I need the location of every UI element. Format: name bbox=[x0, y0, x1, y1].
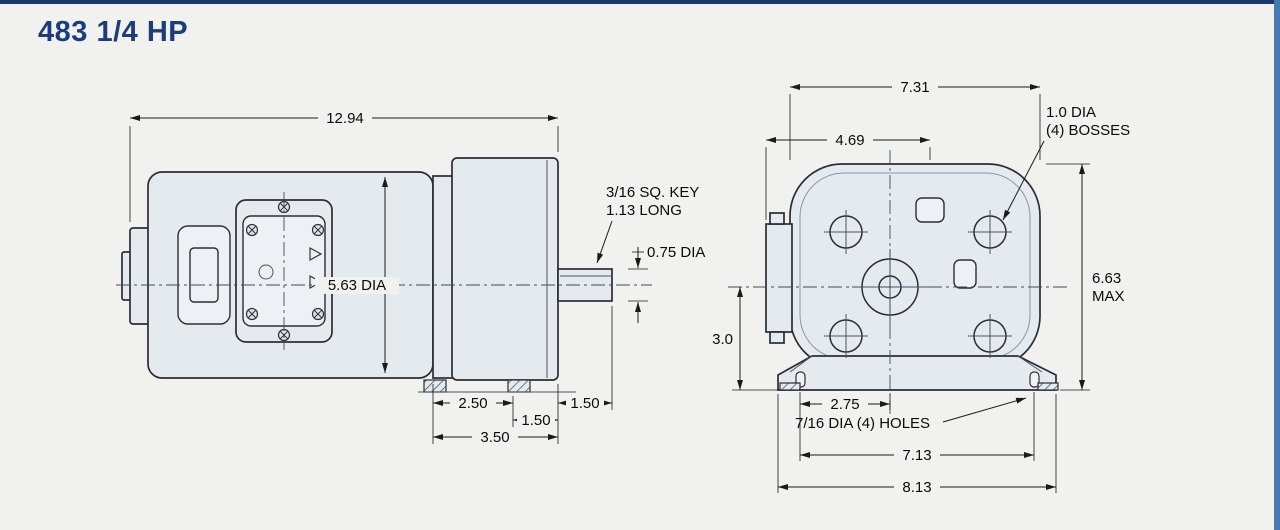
page-title: 483 1/4 HP bbox=[38, 16, 189, 48]
boss-top-right bbox=[968, 210, 1012, 254]
screw-icon bbox=[311, 307, 325, 321]
dim-box-to-center-label: 4.69 bbox=[835, 132, 864, 149]
dim-body-diameter-label: 5.63 DIA bbox=[328, 277, 386, 294]
lifting-lug bbox=[915, 197, 945, 223]
dim-body-diameter: 5.63 DIA bbox=[315, 177, 399, 373]
dim-gearbox-width-label: 3.50 bbox=[480, 429, 509, 446]
dim-shaft-length-label: 1.50 bbox=[570, 395, 599, 412]
right-accent-bar bbox=[1274, 0, 1280, 530]
dim-overall-width-label: 7.31 bbox=[900, 79, 929, 96]
dim-overall-length: 12.94 bbox=[129, 109, 559, 222]
dim-gear-front-width-label: 2.50 bbox=[458, 395, 487, 412]
dim-hole-spacing-label: 7.13 bbox=[902, 447, 931, 464]
conduit-box-edge bbox=[765, 223, 793, 333]
key-note-line1: 3/16 SQ. KEY bbox=[606, 184, 699, 201]
boss-note-line2: (4) BOSSES bbox=[1046, 122, 1130, 139]
side-view: 12.94 5.63 DIA 3/16 SQ. KEY 1.13 LONG 0.… bbox=[116, 109, 705, 446]
dim-overall-height-max-label: MAX bbox=[1092, 288, 1125, 305]
screw-icon bbox=[311, 223, 325, 237]
gearbox bbox=[418, 157, 576, 393]
motor-end-body bbox=[765, 163, 1059, 391]
lifting-lug bbox=[953, 259, 977, 289]
boss-note: 1.0 DIA (4) BOSSES bbox=[1002, 104, 1130, 221]
top-accent-bar bbox=[0, 0, 1280, 4]
mounting-foot bbox=[507, 379, 531, 393]
mounting-base bbox=[777, 355, 1057, 391]
conduit-knockout bbox=[258, 264, 274, 280]
dim-shaft-diameter: 0.75 DIA bbox=[628, 244, 705, 323]
dim-overall-width: 7.31 bbox=[789, 78, 1041, 160]
dim-box-to-center: 4.69 bbox=[765, 131, 931, 220]
boss-top-left bbox=[824, 210, 868, 254]
dim-center-height: 3.0 bbox=[712, 287, 778, 391]
dim-gear-rear-width-label: 1.50 bbox=[521, 412, 550, 429]
holes-note-label: 7/16 DIA (4) HOLES bbox=[795, 415, 930, 432]
end-view: 7.31 4.69 1.0 DIA (4) BOSSES 6.63 MAX 3.… bbox=[712, 78, 1130, 496]
dim-base-width: 8.13 bbox=[777, 394, 1057, 496]
screw-icon bbox=[245, 307, 259, 321]
key-note-line2: 1.13 LONG bbox=[606, 202, 682, 219]
mounting-foot bbox=[423, 379, 447, 393]
dim-gear-rear-width: 1.50 bbox=[513, 384, 559, 444]
dim-base-width-label: 8.13 bbox=[902, 479, 931, 496]
dim-overall-height-label: 6.63 bbox=[1092, 270, 1121, 287]
boss-bottom-right bbox=[968, 314, 1012, 358]
dim-center-height-label: 3.0 bbox=[712, 331, 733, 348]
holes-note: 7/16 DIA (4) HOLES bbox=[795, 397, 1027, 432]
dim-gear-front-width: 2.50 bbox=[432, 384, 514, 444]
dim-foot-to-center-label: 2.75 bbox=[830, 396, 859, 413]
dim-gearbox-width: 3.50 bbox=[433, 428, 558, 446]
dim-hole-spacing: 7.13 bbox=[800, 392, 1035, 464]
arrow-marker-icon bbox=[309, 246, 323, 262]
dim-overall-length-label: 12.94 bbox=[326, 110, 364, 127]
key-note: 3/16 SQ. KEY 1.13 LONG bbox=[596, 184, 699, 264]
dim-foot-to-center: 2.75 bbox=[799, 392, 891, 461]
foot-hole bbox=[1029, 371, 1040, 388]
dim-overall-height: 6.63 MAX bbox=[1046, 163, 1125, 391]
screw-icon bbox=[245, 223, 259, 237]
dim-shaft-diameter-label: 0.75 DIA bbox=[647, 244, 705, 261]
boss-bottom-left bbox=[824, 314, 868, 358]
dim-shaft-length: 1.50 bbox=[558, 306, 613, 412]
boss-note-line1: 1.0 DIA bbox=[1046, 104, 1096, 121]
